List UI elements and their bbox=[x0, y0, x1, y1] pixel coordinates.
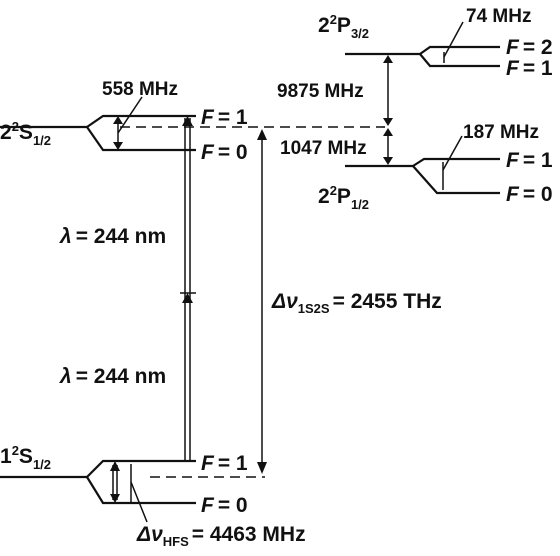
hfs-2s-leader bbox=[117, 96, 143, 134]
hfs-2p12-leader bbox=[442, 135, 463, 171]
delta-1s2s-label: Δν1S2S= 2455 THz bbox=[271, 290, 442, 316]
photon-mid-arrowhead bbox=[182, 293, 193, 303]
level-2s-label: 22S1/2 bbox=[0, 119, 51, 148]
level-2s-f0-line bbox=[86, 126, 196, 152]
level-1s-label: 12S1/2 bbox=[0, 443, 51, 472]
delta-1s2s: Δν1S2S= 2455 THz bbox=[257, 129, 442, 474]
level-2p12: 187 MHz 22P1/2 F= 1 F= 0 bbox=[318, 122, 553, 212]
level-2p12-f1-line bbox=[412, 157, 500, 167]
photon-upper-arrowhead bbox=[182, 116, 193, 126]
level-2s: 558 MHz 22S1/2 F= 1 F= 0 bbox=[0, 79, 385, 164]
level-2p32: 74 MHz 22P3/2 F= 2 F= 1 bbox=[318, 6, 553, 80]
level-2p32-f2-line bbox=[419, 45, 500, 55]
level-2p32-label: 22P3/2 bbox=[318, 12, 369, 41]
hfs-2p32-label: 74 MHz bbox=[466, 6, 531, 27]
level-1s: 12S1/2 F= 1 F= 0 ΔνHFS= 4463 MHz bbox=[0, 443, 306, 549]
lambda-lower-label: λ= 244 nm bbox=[59, 365, 166, 388]
level-2p32-f1-line bbox=[419, 53, 500, 68]
two-photon-excitation: λ= 244 nm λ= 244 nm bbox=[59, 116, 196, 460]
f-label-2p12-lower: F= 0 bbox=[506, 183, 553, 206]
level-2s-f1-line bbox=[86, 114, 196, 128]
hfs-2s-label: 558 MHz bbox=[102, 79, 178, 100]
f-label-2p32-lower: F= 1 bbox=[506, 57, 553, 80]
f-label-2p12-upper: F= 1 bbox=[506, 149, 553, 172]
level-2p12-f0-line bbox=[412, 165, 500, 195]
hfs-2p12-label: 187 MHz bbox=[463, 122, 539, 143]
fine-structure-arrows: 9875 MHz 1047 MHz bbox=[277, 55, 393, 165]
hfs-1s-leader bbox=[130, 481, 148, 523]
f-label-1s-upper: F= 1 bbox=[201, 452, 248, 475]
fine-structure-label: 9875 MHz bbox=[277, 81, 364, 102]
level-1s-f0-line bbox=[86, 476, 196, 505]
hfs-2p32-leader bbox=[443, 21, 464, 58]
f-label-2s-upper: F= 1 bbox=[201, 106, 248, 129]
lamb-shift-label: 1047 MHz bbox=[280, 138, 367, 159]
f-label-2p32-upper: F= 2 bbox=[506, 36, 553, 59]
level-1s-f1-line bbox=[86, 459, 196, 478]
hfs-2s-arrowheads bbox=[113, 116, 123, 150]
f-label-1s-lower: F= 0 bbox=[201, 494, 248, 517]
lambda-upper-label: λ= 244 nm bbox=[59, 225, 166, 248]
f-label-2s-lower: F= 0 bbox=[201, 141, 248, 164]
level-2p12-label: 22P1/2 bbox=[318, 183, 369, 212]
delta-hfs-label: ΔνHFS= 4463 MHz bbox=[136, 523, 306, 549]
